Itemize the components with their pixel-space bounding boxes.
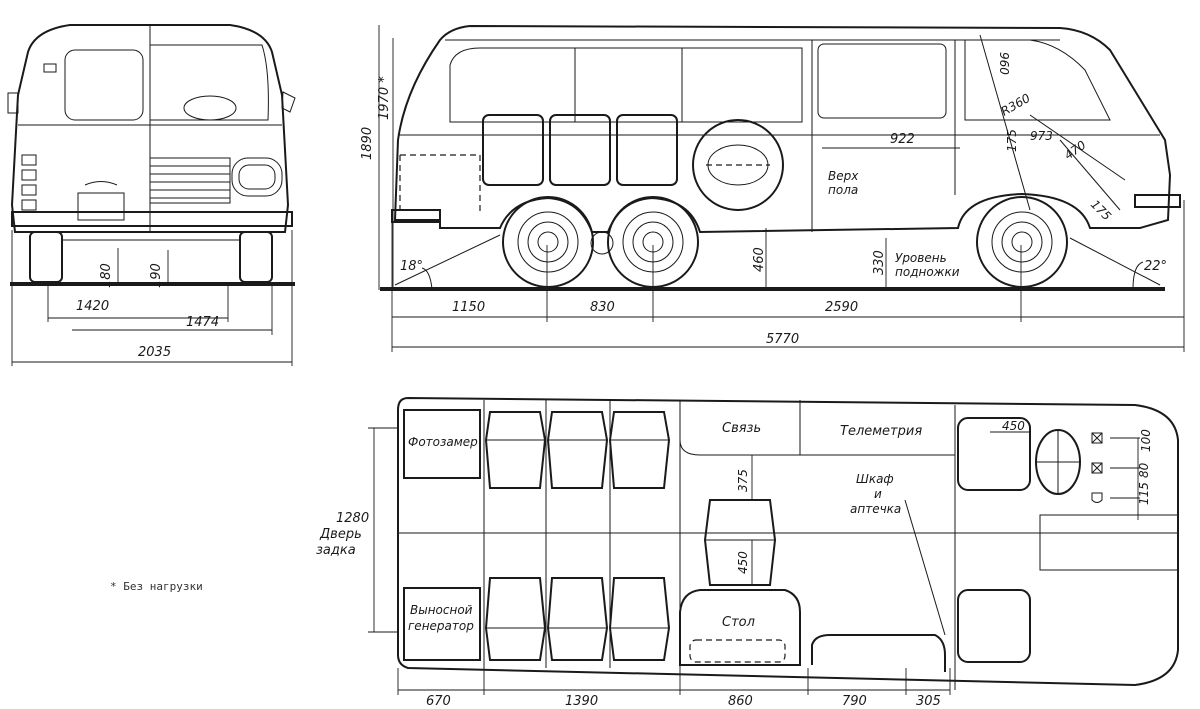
step-level-line-1: Уровень	[895, 251, 947, 265]
room-cabinet-line-2: и	[874, 487, 882, 501]
side-view: 1890 1970 * 1150 830 2590 5770 460 330 9…	[360, 24, 1185, 352]
seat-width-label: 450	[736, 551, 750, 574]
room-cabinet-line-3: аптечка	[850, 502, 901, 516]
room-remote-generator-line-2: генератор	[408, 619, 474, 633]
rear-door-label-line-2: задка	[316, 543, 356, 558]
room-photo-metering: Фотозамер	[408, 435, 478, 449]
track-front-label: 1420	[76, 299, 109, 314]
rear-door-label: Дверь задка	[316, 527, 366, 558]
track-rear-label: 1474	[186, 315, 219, 330]
rear-door-label-line-1: Дверь	[319, 527, 362, 542]
seat-height-label: 973	[1030, 129, 1053, 143]
pedal-travel-label: 175	[1088, 197, 1114, 223]
rear-axle-spacing-label: 830	[590, 300, 615, 315]
room-cabinet-line-1: Шкаф	[856, 472, 894, 486]
height-unladen-label: 1970 *	[377, 76, 392, 120]
room-remote-generator-line-1: Выносной	[410, 603, 473, 617]
dim-80-label: 80	[1137, 462, 1151, 478]
small-dim-label: 175	[1005, 129, 1019, 152]
front-wheel	[976, 196, 1068, 288]
height-laden-label: 1890	[360, 127, 375, 160]
step-level-line-2: подножки	[895, 265, 960, 279]
room-communication: Связь	[722, 421, 761, 436]
length-305-label: 305	[916, 694, 941, 709]
departure-angle-label: 18°	[400, 259, 423, 274]
length-1390-label: 1390	[565, 694, 598, 709]
length-860-label: 860	[728, 694, 753, 709]
floor-top-line-1: Верх	[828, 169, 859, 183]
footnote: * Без нагрузки	[110, 580, 203, 593]
length-670-label: 670	[426, 694, 451, 709]
front-view: 180 190 1420 1474 2035	[7, 24, 296, 366]
floor-top-line-2: пола	[828, 183, 858, 197]
dim-115-label: 115	[1137, 482, 1151, 505]
room-telemetry: Телеметрия	[840, 424, 922, 439]
rear-wheel-1	[502, 196, 594, 288]
room-cabinet: Шкаф и аптечка	[850, 472, 901, 516]
room-table: Стол	[722, 615, 755, 630]
overall-length-label: 5770	[766, 332, 799, 347]
rear-door-width-label: 1280	[336, 511, 369, 526]
wheelbase-label: 2590	[825, 300, 858, 315]
ground-clearance-front-label: 180	[99, 263, 114, 288]
cab-width-label: 922	[890, 132, 915, 147]
steering-radius-label: R360	[999, 91, 1033, 119]
seat-angle-label: 470	[1062, 138, 1089, 163]
step-level-label: Уровень подножки	[895, 251, 960, 279]
driver-seat-width-label: 450	[1002, 419, 1025, 433]
step-height-label: 330	[872, 250, 887, 275]
overall-width-label: 2035	[138, 345, 171, 360]
room-remote-generator: Выносной генератор	[408, 603, 476, 633]
plan-view: Фотозамер Выносной генератор Связь Телем…	[316, 396, 1179, 709]
floor-top-label: Верх пола	[828, 169, 862, 197]
seat-depth-label: 960	[997, 52, 1011, 75]
aisle-width-label: 375	[736, 469, 750, 492]
floor-height-label: 460	[752, 247, 767, 272]
rear-overhang-label: 1150	[452, 300, 485, 315]
ground-clearance-rear-label: 190	[149, 263, 164, 288]
dim-100-label: 100	[1139, 429, 1153, 452]
length-790-label: 790	[842, 694, 867, 709]
approach-angle-label: 22°	[1144, 259, 1167, 274]
